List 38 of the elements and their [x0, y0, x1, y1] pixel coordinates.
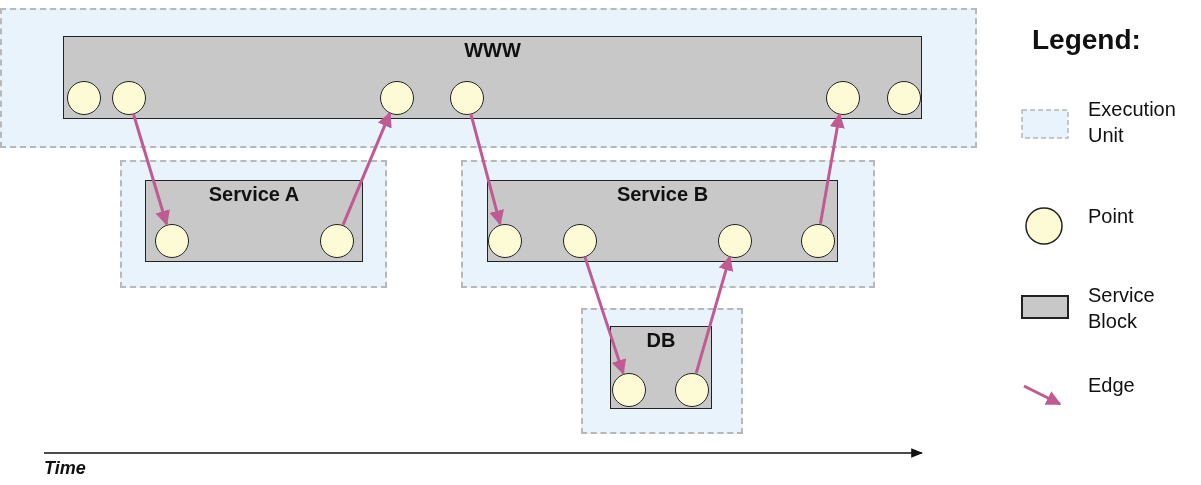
point-circle [674, 372, 709, 407]
point-circle [66, 80, 101, 115]
point-circle [717, 223, 752, 258]
point-circle [111, 80, 146, 115]
point-circle [800, 223, 835, 258]
block-title: DB [646, 329, 676, 352]
point-circle [825, 80, 860, 115]
execution-unit-box [461, 160, 875, 288]
service-block [145, 180, 363, 262]
edge-arrow [694, 255, 734, 374]
edge-arrow [583, 256, 627, 375]
legend-label: Service Block [1088, 283, 1156, 334]
point-circle [487, 223, 522, 258]
block-title: WWW [464, 39, 521, 62]
point-circle [562, 223, 597, 258]
service-block [487, 180, 838, 262]
point-circle [319, 223, 354, 258]
execution-unit-box [0, 8, 977, 148]
service-block [63, 36, 922, 119]
legend-title: Legend: [1032, 24, 1141, 56]
point-circle [379, 80, 414, 115]
service-block [610, 326, 712, 409]
edge-arrow [469, 113, 504, 226]
legend-label: Point [1088, 204, 1135, 229]
legend-label: Edge [1088, 373, 1136, 398]
edge-arrow [131, 113, 170, 226]
edge-arrow [341, 111, 392, 226]
point-circle [154, 223, 189, 258]
execution-unit-box [581, 308, 743, 434]
axis-label: Time [44, 458, 86, 479]
execution-unit-box [120, 160, 387, 288]
point-circle [449, 80, 484, 115]
point-circle [611, 372, 646, 407]
block-title: Service B [616, 183, 709, 206]
edge-arrow [818, 112, 845, 224]
point-circle [886, 80, 921, 115]
block-title: Service A [208, 183, 300, 206]
legend-label: Execution Unit [1088, 97, 1177, 148]
